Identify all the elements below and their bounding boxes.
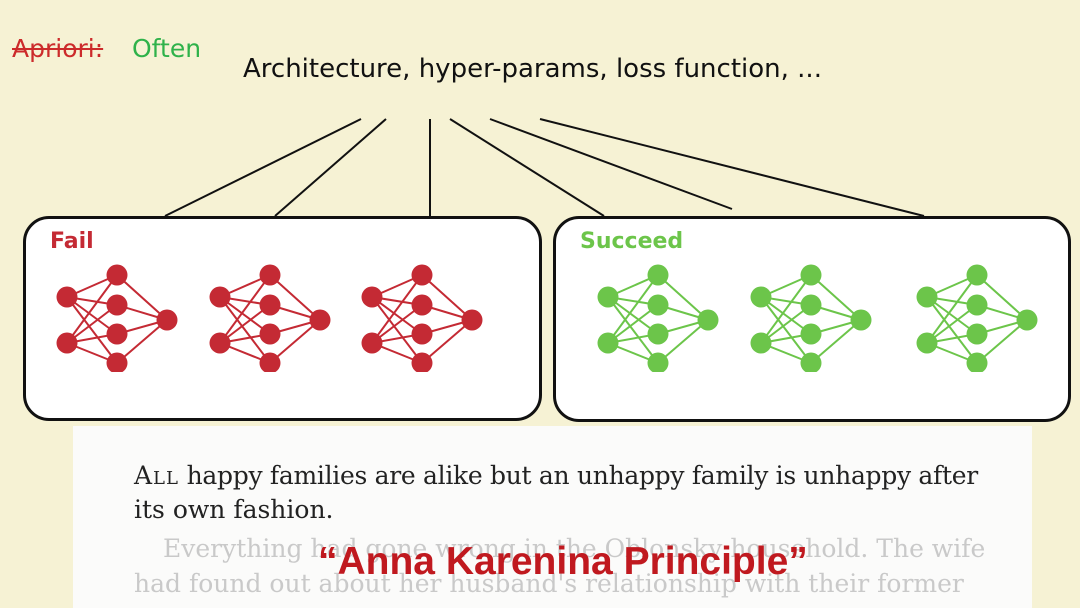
- network-node: [697, 309, 719, 331]
- network-edge: [269, 319, 321, 364]
- fail-label: Fail: [50, 229, 94, 254]
- network-edge: [657, 274, 709, 321]
- network-node: [1016, 309, 1038, 331]
- design-choices-text: Architecture, hyper-params, loss functio…: [243, 54, 822, 84]
- quote-smallcaps-word: All: [134, 461, 179, 490]
- connector-line: [164, 118, 362, 217]
- network-node: [259, 352, 281, 372]
- connector-line: [274, 118, 387, 217]
- network-node: [411, 264, 433, 286]
- network-node: [106, 352, 128, 372]
- network-node: [411, 352, 433, 372]
- network-node: [56, 286, 78, 308]
- network-node: [361, 286, 383, 308]
- network-node: [597, 332, 619, 354]
- quote-line-1: All happy families are alike but an unha…: [134, 461, 978, 490]
- network-node: [411, 294, 433, 316]
- network-node: [259, 264, 281, 286]
- network-node: [750, 286, 772, 308]
- network-edge: [926, 274, 978, 344]
- network-edge: [371, 274, 423, 344]
- network-edge: [421, 274, 473, 321]
- network-node: [850, 309, 872, 331]
- network-node: [106, 294, 128, 316]
- network-node: [647, 264, 669, 286]
- network-node: [597, 286, 619, 308]
- network-edge: [66, 274, 118, 344]
- network-node: [411, 323, 433, 345]
- network-node: [800, 264, 822, 286]
- network-edge: [657, 319, 709, 364]
- network-edge: [810, 319, 862, 364]
- neural-network-icon: [597, 264, 719, 372]
- network-node: [647, 352, 669, 372]
- network-node: [106, 323, 128, 345]
- network-edge: [760, 296, 812, 364]
- network-node: [309, 309, 331, 331]
- network-node: [800, 323, 822, 345]
- network-node: [647, 323, 669, 345]
- network-edge: [269, 274, 321, 321]
- network-node: [966, 352, 988, 372]
- network-edge: [760, 274, 812, 344]
- network-node: [209, 286, 231, 308]
- network-edge: [976, 274, 1028, 321]
- network-node: [56, 332, 78, 354]
- neural-network-icon: [750, 264, 872, 372]
- network-edge: [607, 296, 659, 364]
- network-node: [966, 264, 988, 286]
- network-node: [800, 294, 822, 316]
- neural-network-icon: [209, 264, 331, 372]
- network-edge: [607, 274, 659, 344]
- neural-network-icon: [361, 264, 483, 372]
- network-node: [461, 309, 483, 331]
- connector-line: [489, 118, 733, 210]
- quote-faded-line-2: had found out about her husband's relati…: [134, 569, 964, 598]
- network-node: [750, 332, 772, 354]
- neural-network-icon: [916, 264, 1038, 372]
- network-edge: [371, 296, 423, 364]
- network-edge: [421, 319, 473, 364]
- network-node: [966, 323, 988, 345]
- network-edge: [66, 296, 118, 364]
- network-edge: [219, 274, 271, 344]
- network-node: [966, 294, 988, 316]
- network-node: [259, 294, 281, 316]
- crossed-out-apriori: Apriori:: [12, 34, 104, 63]
- network-node: [361, 332, 383, 354]
- fail-group-box: Fail: [23, 216, 542, 421]
- network-edge: [219, 296, 271, 364]
- network-node: [106, 264, 128, 286]
- network-node: [156, 309, 178, 331]
- network-node: [647, 294, 669, 316]
- network-node: [800, 352, 822, 372]
- network-edge: [116, 319, 168, 364]
- network-edge: [116, 274, 168, 321]
- quote-line-1-rest: happy families are alike but an unhappy …: [186, 461, 979, 490]
- quote-faded-line-1: Everything had gone wrong in the Oblonsk…: [163, 534, 986, 563]
- often-label: Often: [132, 34, 202, 63]
- connector-line: [539, 118, 925, 217]
- principle-title: “Anna Karenina Principle”: [318, 540, 808, 583]
- network-node: [259, 323, 281, 345]
- connector-line: [449, 118, 605, 217]
- network-edge: [976, 319, 1028, 364]
- network-node: [916, 286, 938, 308]
- neural-network-icon: [56, 264, 178, 372]
- succeed-label: Succeed: [580, 229, 684, 254]
- network-edge: [810, 274, 862, 321]
- quote-line-2: its own fashion.: [134, 495, 334, 524]
- network-node: [209, 332, 231, 354]
- network-edge: [926, 296, 978, 364]
- network-node: [916, 332, 938, 354]
- book-quote-excerpt: All happy families are alike but an unha…: [73, 426, 1032, 608]
